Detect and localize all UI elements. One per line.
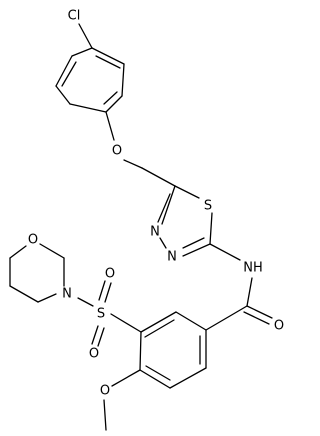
bond xyxy=(55,85,71,105)
bond xyxy=(71,47,93,57)
bond xyxy=(55,55,73,87)
bond-c-o-methoxy xyxy=(111,369,141,387)
bond-o-ch2 xyxy=(123,159,143,169)
atom-s-ring: S xyxy=(204,199,212,214)
bond xyxy=(161,185,176,225)
bond xyxy=(140,311,177,333)
bond-s-o xyxy=(98,280,106,301)
bond-c2-nh xyxy=(209,243,241,261)
benzamide-ring xyxy=(139,311,207,389)
atom-o-amide: O xyxy=(274,319,284,334)
bond-s-o xyxy=(104,282,112,303)
bond xyxy=(139,331,142,371)
bond xyxy=(169,367,207,389)
bond xyxy=(209,212,213,245)
bond xyxy=(61,61,77,87)
bond-s-n xyxy=(77,297,94,307)
bond xyxy=(159,237,167,249)
bond-c-cl xyxy=(78,23,93,49)
bond xyxy=(9,245,27,259)
bond xyxy=(182,237,205,249)
bond-nh-c xyxy=(246,277,253,307)
bond xyxy=(157,193,171,223)
bond xyxy=(39,243,65,259)
atom-s-sulfonyl: S xyxy=(97,307,105,322)
bond xyxy=(95,55,121,69)
atom-n-ring2: N xyxy=(167,250,177,265)
bond xyxy=(144,319,175,338)
bond xyxy=(145,365,171,381)
atom-cl: Cl xyxy=(68,9,81,24)
atom-o-sulf-bottom: O xyxy=(89,347,99,362)
bond xyxy=(182,243,211,257)
bond xyxy=(105,95,123,113)
bond xyxy=(139,369,171,389)
atom-nh: NH xyxy=(243,261,263,276)
bond-s-o xyxy=(97,327,105,347)
atom-o-sulf-top: O xyxy=(105,267,115,282)
bond-ch2-c5 xyxy=(141,167,176,187)
bond xyxy=(91,47,125,65)
bond-c-s xyxy=(110,313,142,333)
thiadiazole-ring xyxy=(157,185,213,257)
bond xyxy=(37,293,57,303)
atom-o-ether: O xyxy=(112,144,122,159)
chlorophenyl-ring xyxy=(55,47,125,113)
atom-o-morph: O xyxy=(28,233,38,248)
bond-c-o-double xyxy=(243,311,270,325)
bond xyxy=(103,91,118,105)
bond xyxy=(174,185,200,199)
atom-o-methoxy: O xyxy=(100,384,110,399)
atom-n-ring1: N xyxy=(150,225,160,240)
bond-o-ch3 xyxy=(103,399,107,431)
bond xyxy=(121,63,125,97)
bond-s-o xyxy=(91,325,99,345)
atom-n-morph: N xyxy=(62,287,72,302)
bond-c-o-double xyxy=(246,305,273,319)
bond-c-o xyxy=(105,111,115,141)
bond xyxy=(9,285,39,303)
morpholine-ring xyxy=(9,243,65,303)
bond-c-benzene xyxy=(205,305,248,331)
bond xyxy=(175,311,207,331)
structure-svg: Cl O S N N NH O S O O N O O xyxy=(9,9,284,431)
bond xyxy=(69,103,107,113)
molecule-diagram: Cl O S N N NH O S O O N O O xyxy=(9,9,284,431)
